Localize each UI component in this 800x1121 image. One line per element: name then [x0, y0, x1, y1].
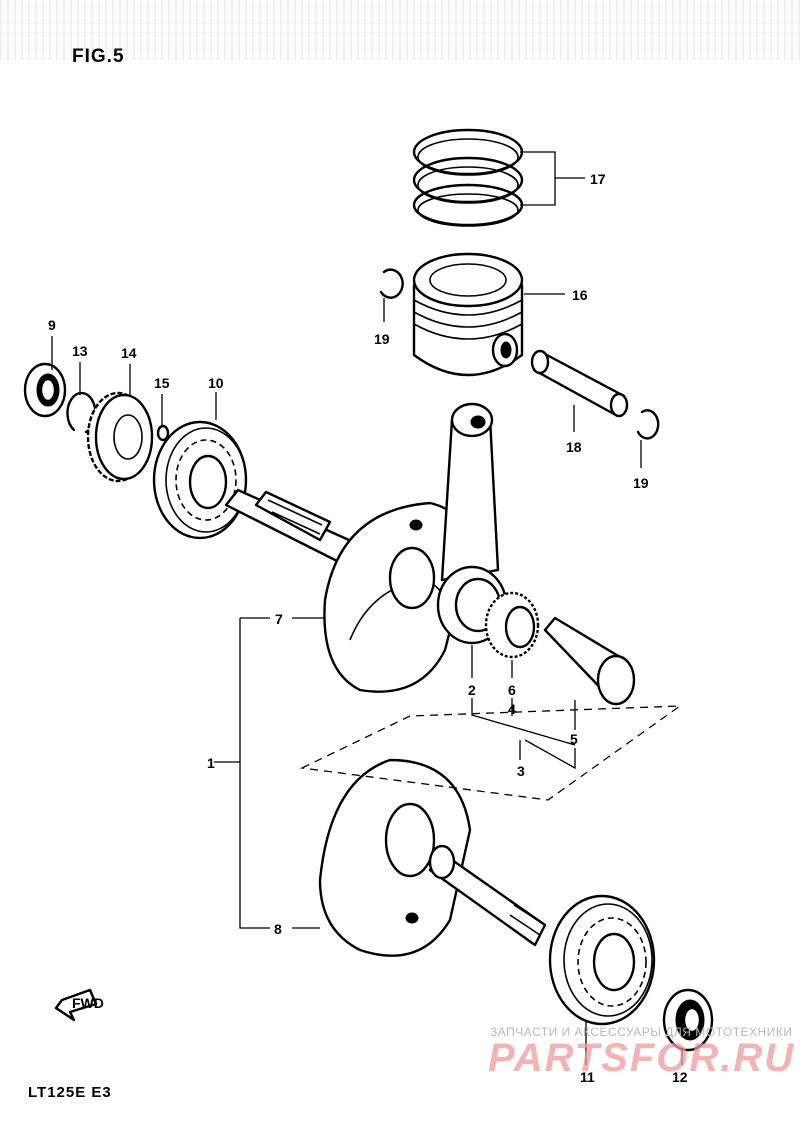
- callout-labels: 1 2 3 4 5 6 7 8 9 10 11 12 13 14 15 16 1…: [48, 171, 688, 1085]
- callout-10: 10: [208, 375, 224, 391]
- callout-12: 12: [672, 1069, 688, 1085]
- callout-16: 16: [572, 287, 588, 303]
- callout-4: 4: [508, 701, 516, 717]
- piston-pin: [530, 349, 629, 418]
- callout-9: 9: [48, 317, 56, 333]
- oil-seal-right: [662, 988, 714, 1052]
- callout-19-left: 19: [374, 331, 390, 347]
- callout-8: 8: [274, 921, 282, 937]
- leader-lines: [51, 151, 683, 1065]
- crankshaft-left-shaft: [224, 488, 362, 567]
- needle-bearing: [484, 591, 540, 659]
- crank-web-right: [318, 758, 472, 957]
- piston: [412, 252, 524, 377]
- callout-17: 17: [590, 171, 606, 187]
- callout-2: 2: [468, 682, 476, 698]
- circlip-right: [636, 409, 660, 440]
- callout-13: 13: [72, 343, 88, 359]
- callout-6: 6: [508, 682, 516, 698]
- circlip-left: [379, 268, 404, 299]
- callout-11: 11: [580, 1069, 595, 1085]
- bearing-right: [548, 894, 656, 1026]
- callout-5: 5: [570, 731, 578, 747]
- timing-gear: [86, 391, 154, 483]
- callout-7: 7: [275, 611, 283, 627]
- callout-19-right: 19: [633, 475, 649, 491]
- fwd-arrow: FWD: [54, 988, 104, 1022]
- oil-seal-left: [23, 362, 67, 418]
- callout-1: 1: [207, 755, 215, 771]
- crankshaft-right-shaft: [428, 844, 547, 947]
- model-code: LT125E E3: [28, 1084, 112, 1101]
- woodruff-key: [156, 424, 170, 442]
- fwd-arrow-label: FWD: [72, 995, 104, 1011]
- crank-pin: [543, 616, 636, 706]
- callout-15: 15: [154, 375, 170, 391]
- connecting-rod: [436, 402, 508, 645]
- callout-14: 14: [121, 345, 137, 361]
- figure-title: FIG.5: [72, 46, 125, 67]
- callout-3: 3: [517, 763, 525, 779]
- bearing-left: [152, 420, 248, 540]
- scan-noise: [0, 0, 800, 60]
- piston-rings: [412, 128, 524, 227]
- watermark-logo: PARTSFOR.RU: [488, 1036, 796, 1080]
- callout-18: 18: [566, 439, 582, 455]
- watermark-tagline: ЗАПЧАСТИ И АКСЕССУАРЫ ДЛЯ МОТОТЕХНИКИ: [490, 1025, 793, 1039]
